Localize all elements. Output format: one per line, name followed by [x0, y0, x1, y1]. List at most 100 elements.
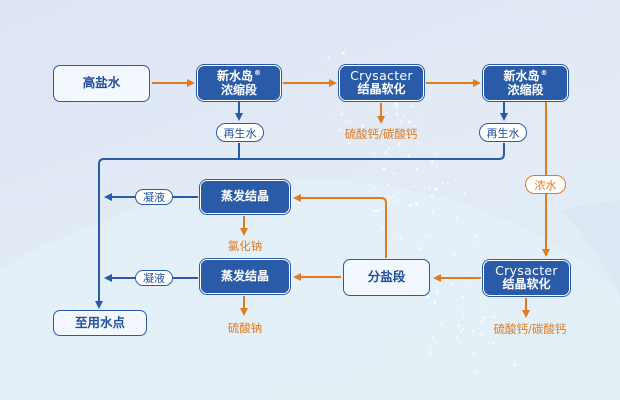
- sparkle-dot: [464, 272, 466, 274]
- sparkle-dot: [413, 185, 416, 188]
- sparkle-dot: [334, 113, 336, 115]
- node-softening-2-line2: 结晶软化: [502, 277, 551, 292]
- sparkle-dot: [462, 327, 465, 330]
- sparkle-dot: [455, 308, 458, 310]
- sparkle-dot: [414, 201, 418, 205]
- sparkle-dot: [457, 324, 460, 327]
- sparkle-dot: [435, 336, 437, 338]
- sparkle-dot: [500, 339, 502, 341]
- background-wave: [0, 181, 620, 400]
- sparkle-dot: [336, 79, 340, 83]
- sparkle-dot: [407, 155, 410, 159]
- sparkle-dot: [513, 363, 516, 367]
- node-concentrator-1-line2: 浓缩段: [220, 82, 257, 97]
- sparkle-dot: [381, 225, 384, 229]
- sparkle-dot: [375, 209, 379, 213]
- sparkle-dot: [447, 181, 450, 184]
- byproduct-softening-1: 硫酸钙/碳酸钙: [344, 127, 418, 141]
- node-water-use-point: 至用水点: [53, 310, 147, 336]
- node-evaporation-2: 蒸发结晶: [200, 259, 290, 294]
- sparkle-dot: [455, 358, 458, 362]
- node-softening-1-line2: 结晶软化: [357, 82, 406, 97]
- sparkle-dot: [415, 245, 417, 247]
- sparkle-dot: [396, 105, 398, 108]
- sparkle-dot: [472, 286, 475, 290]
- sparkle-dot: [458, 305, 460, 307]
- byproduct-softening-2: 硫酸钙/碳酸钙: [493, 322, 567, 336]
- registered-mark: ®: [254, 68, 261, 77]
- sparkle-dot: [495, 326, 499, 329]
- sparkle-dot: [337, 67, 340, 70]
- sparkle-dot: [363, 132, 365, 135]
- sparkle-dot: [416, 115, 418, 117]
- background-wave-right: [560, 200, 620, 300]
- sparkle-dot: [452, 252, 456, 256]
- sparkle-dot: [501, 366, 504, 368]
- sparkle-dot: [457, 343, 460, 346]
- pill-recycled-water-2: 再生水: [479, 123, 527, 142]
- sparkle-dot: [400, 112, 403, 115]
- sparkle-dot: [374, 187, 377, 191]
- sparkle-dot: [434, 187, 438, 191]
- sparkle-dot: [417, 141, 420, 145]
- sparkle-dot: [416, 241, 418, 243]
- sparkle-dot: [453, 179, 456, 182]
- node-softening-2-line1: Crysacter: [495, 262, 558, 278]
- sparkle-dot: [431, 336, 435, 339]
- node-softening-1-line1: Crysacter: [350, 67, 413, 83]
- sparkle-dot: [378, 131, 381, 135]
- sparkle-dot: [414, 124, 417, 127]
- sparkle-dot: [473, 370, 477, 374]
- sparkle-dot: [418, 150, 421, 153]
- sparkle-dot: [435, 290, 439, 293]
- sparkle-dot: [436, 164, 439, 167]
- sparkle-dot: [435, 339, 437, 342]
- sparkle-dot: [399, 120, 402, 123]
- sparkle-dot: [327, 56, 330, 59]
- sparkle-dot: [385, 111, 388, 114]
- sparkle-dot: [472, 352, 475, 356]
- sparkle-dot: [345, 119, 348, 122]
- sparkle-dot: [330, 71, 332, 74]
- sparkle-dot: [441, 182, 445, 185]
- node-concentrator-1-line1: 新水岛®: [216, 68, 261, 83]
- sparkle-dot: [388, 243, 391, 246]
- node-softening-1: Crysacter 结晶软化: [339, 65, 424, 101]
- sparkle-dot: [491, 342, 495, 345]
- arrow-salt-separation-to-evaporation1: [293, 194, 387, 258]
- sparkle-dot: [394, 105, 397, 107]
- sparkle-dot: [374, 109, 377, 112]
- sparkle-dot: [397, 232, 401, 235]
- node-brine-input: 高盐水: [53, 65, 150, 102]
- sparkle-dot: [433, 301, 437, 304]
- sparkle-dot: [425, 234, 428, 237]
- sparkle-dot: [411, 134, 413, 136]
- sparkle-dot: [408, 120, 411, 124]
- sparkle-dot: [382, 218, 385, 221]
- pill-condensate-2: 凝液: [135, 270, 173, 286]
- sparkle-dot: [402, 115, 405, 118]
- sparkle-dot: [411, 105, 414, 108]
- sparkle-dot: [431, 210, 434, 213]
- sparkle-dot: [400, 122, 403, 124]
- sparkle-dot: [342, 111, 344, 113]
- sparkle-dot: [342, 51, 345, 55]
- sparkle-dot: [382, 167, 386, 171]
- sparkle-dot: [347, 141, 351, 145]
- pill-condensate-1: 凝液: [135, 189, 173, 205]
- sparkle-dot: [395, 103, 399, 106]
- sparkle-dot: [419, 246, 423, 250]
- sparkle-dot: [396, 199, 400, 202]
- sparkle-dot: [404, 147, 407, 150]
- sparkle-dot: [407, 136, 410, 139]
- sparkle-dot: [383, 219, 386, 222]
- sparkle-dot: [393, 236, 395, 238]
- sparkle-dot: [428, 187, 431, 190]
- sparkle-dot: [439, 322, 442, 325]
- sparkle-dot: [481, 316, 484, 320]
- sparkle-dot: [462, 313, 465, 316]
- sparkle-dot: [392, 171, 396, 175]
- pill-concentrate: 浓水: [525, 175, 566, 194]
- node-salt-separation: 分盐段: [343, 259, 430, 296]
